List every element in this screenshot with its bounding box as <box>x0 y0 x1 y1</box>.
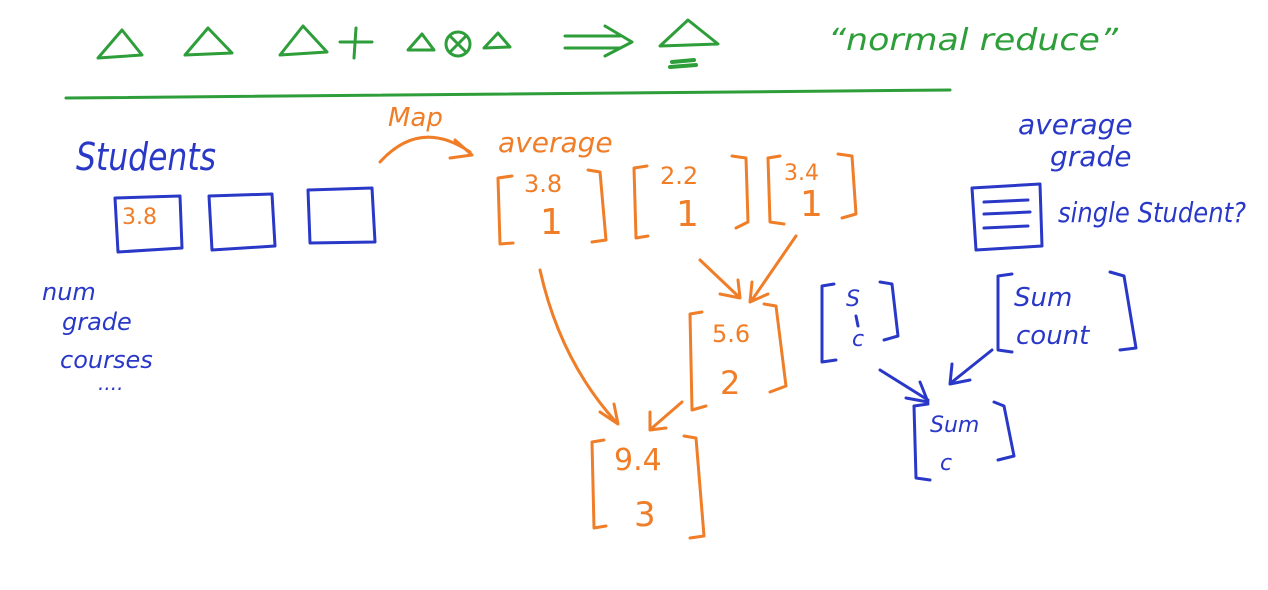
pair-2-bottom: 1 <box>676 194 699 235</box>
result-triangle <box>658 18 720 48</box>
triangle-2 <box>183 26 234 57</box>
triangle-4 <box>406 32 436 52</box>
pair-3-top: 3.4 <box>784 161 819 186</box>
map-label: Map <box>388 103 443 133</box>
mapped-pair-2: 2.2 1 <box>632 154 750 240</box>
student-box-1-value: 3.8 <box>122 205 157 230</box>
result-pair: 9.4 3 <box>590 434 706 540</box>
sum-count-pair: Sum count <box>996 270 1138 354</box>
result-bottom: 3 <box>634 495 656 535</box>
sum-result-bottom: c <box>940 451 952 476</box>
sc-pair: S c <box>820 280 900 364</box>
students-title: Students <box>76 135 216 179</box>
grade-label-right: grade <box>1050 140 1131 173</box>
pair-1-bottom: 1 <box>540 202 563 243</box>
reduce-header <box>64 18 952 100</box>
document-icon <box>970 182 1044 252</box>
intermediate-top: 5.6 <box>712 320 750 348</box>
average-label: average <box>498 126 613 159</box>
student-box-1 <box>113 194 184 254</box>
normal-reduce-label: “normal reduce” <box>828 23 1119 58</box>
intermediate-bottom: 2 <box>720 364 740 402</box>
arrow-pair3-to-intermediate <box>748 234 798 304</box>
implies-arrow <box>563 24 634 58</box>
single-student-label: single Student? <box>1058 196 1246 229</box>
intermediate-pair: 5.6 2 <box>688 302 788 412</box>
student-notes: num grade courses .... <box>42 278 153 395</box>
student-box-2 <box>207 192 277 252</box>
arrow-sc-to-result <box>878 368 930 404</box>
mapped-pair-1: 3.8 1 <box>496 168 608 246</box>
triangle-5 <box>482 31 512 50</box>
otimes-sign <box>444 30 472 58</box>
pair-2-top: 2.2 <box>660 162 698 190</box>
blue-reduce-arrows <box>878 348 994 404</box>
triangle-1 <box>96 28 144 60</box>
plus-sign <box>338 26 374 60</box>
result-underline <box>668 58 698 69</box>
note-num: num <box>42 278 96 306</box>
sum-count-top: Sum <box>1014 283 1072 313</box>
student-box-3 <box>306 186 377 245</box>
student-boxes <box>113 186 377 254</box>
sum-result-pair: Sum c <box>912 400 1016 482</box>
orange-reduce-arrows <box>538 234 798 432</box>
header-divider <box>64 88 952 100</box>
note-ellipsis: .... <box>98 371 123 395</box>
sum-count-bottom: count <box>1016 321 1090 351</box>
arrow-pair1-to-result <box>538 268 620 426</box>
note-grade: grade <box>62 308 132 336</box>
mapped-pair-3: 3.4 1 <box>766 152 858 226</box>
triangle-3 <box>278 24 329 57</box>
arrow-pair2-to-intermediate <box>698 258 742 300</box>
arrow-intermediate-to-result <box>648 400 684 432</box>
pair-3-bottom: 1 <box>800 184 823 225</box>
pair-1-top: 3.8 <box>524 170 562 198</box>
note-courses: courses <box>60 346 153 374</box>
sc-top: S <box>846 287 860 312</box>
sc-bottom: c <box>852 327 864 352</box>
average-label-right: average <box>1018 108 1133 141</box>
map-arrow <box>378 135 474 164</box>
sum-result-top: Sum <box>930 413 979 438</box>
arrow-sumcount-to-result <box>948 348 994 386</box>
result-top: 9.4 <box>614 443 662 478</box>
